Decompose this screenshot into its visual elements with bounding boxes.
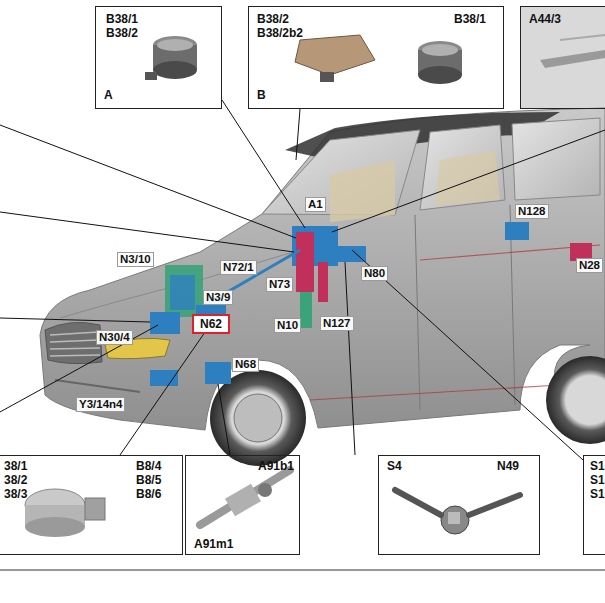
part-label: N73 <box>266 277 293 292</box>
part-code: B8/4 <box>136 460 161 473</box>
part-label: N3/9 <box>203 290 233 305</box>
part-code: B8/6 <box>136 488 161 501</box>
part-code: B38/1 <box>454 13 486 26</box>
inset-panel: S4 N49 <box>378 455 540 555</box>
part-label: N72/1 <box>220 260 257 275</box>
inset-panel: 38/138/238/3 B8/4B8/5B8/6 <box>0 455 183 555</box>
part-code: A91b1 <box>258 460 294 473</box>
part-code: 38/1 <box>4 460 27 473</box>
part-label: N128 <box>515 204 549 219</box>
inset-panel: A91b1A91m1 <box>185 455 300 555</box>
part-label: Y3/14n4 <box>76 397 125 412</box>
part-code: S1 <box>590 474 605 487</box>
part-code: A44/3 <box>529 13 561 26</box>
part-label: N10 <box>274 318 301 333</box>
part-code: B8/5 <box>136 474 161 487</box>
inset-panel: B38/1B38/2A <box>95 6 222 109</box>
part-label: N127 <box>320 316 354 331</box>
inset-panel: S1S1S1 <box>583 455 605 555</box>
part-label: N68 <box>232 357 259 372</box>
part-label: A1 <box>305 197 326 212</box>
part-code: B38/1 <box>106 13 138 26</box>
part-code: S4 <box>387 460 402 473</box>
part-code: 38/3 <box>4 488 27 501</box>
inset-panel: B38/2B38/2b2 B38/1B <box>248 6 504 109</box>
part-code: B38/2 <box>257 13 289 26</box>
part-code: A91m1 <box>194 538 233 551</box>
part-code: B <box>257 89 266 102</box>
part-label: N3/10 <box>117 252 154 267</box>
part-code: S1 <box>590 488 605 501</box>
part-label: N28 <box>576 258 603 273</box>
part-code: 38/2 <box>4 474 27 487</box>
inset-panel: A44/3 <box>520 6 605 109</box>
part-code: B38/2b2 <box>257 27 303 40</box>
part-code: B38/2 <box>106 27 138 40</box>
part-code: A <box>104 89 113 102</box>
part-label: N30/4 <box>96 330 133 345</box>
part-code: N49 <box>497 460 519 473</box>
part-code: S1 <box>590 460 605 473</box>
highlight-box: N62 <box>192 314 230 334</box>
part-code: N62 <box>200 318 222 331</box>
part-label: N80 <box>361 266 388 281</box>
